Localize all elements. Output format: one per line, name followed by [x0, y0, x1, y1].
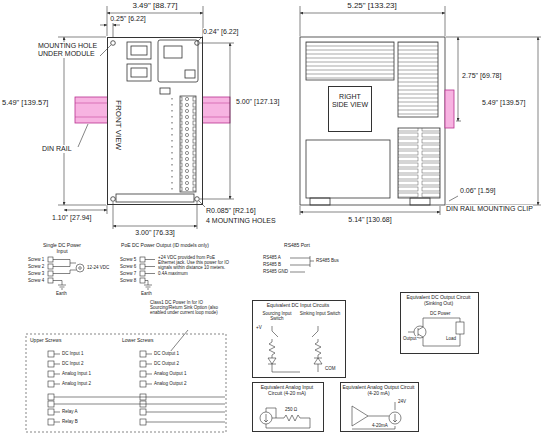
- dimension: 3.49" [88.77]: [132, 1, 177, 10]
- front-view-module: FRONT VIEW: [107, 37, 203, 205]
- signal-label: Analog Output 2: [154, 381, 187, 386]
- signal-label: DC Input 2: [62, 361, 84, 366]
- dimension: 5.00" [127.13]: [236, 98, 279, 106]
- signal-label: Analog Output 1: [154, 371, 187, 376]
- box-title: Equivalent DC Output Circuit (Sinking Ou…: [401, 295, 476, 307]
- callout-note: MOUNTING HOLE UNDER MODULE: [38, 42, 98, 58]
- dimension: 5.49" [139.57]: [482, 99, 525, 107]
- screw-label: Screw 3: [28, 271, 44, 276]
- signal-label: COM: [325, 366, 336, 371]
- section-heading: Upper Screws: [30, 338, 61, 344]
- dimension: 5.49" [139.57]: [2, 99, 48, 108]
- screw-label: Screw 7: [120, 271, 136, 276]
- screw-label: Screw 6: [120, 264, 136, 269]
- section-heading: Single DC Power Input: [39, 243, 85, 255]
- box-title: Equivalent DC Input Circuits: [253, 303, 343, 309]
- signal-label: DC Output 1: [154, 351, 179, 356]
- section-heading: Lower Screws: [122, 338, 153, 344]
- box-subtitle: Sourcing Input Switch: [256, 311, 298, 321]
- callout-note: DIN RAIL MOUNTING CLIP: [446, 205, 533, 213]
- dimension: 0.25" [6.22]: [110, 15, 146, 23]
- pin-label: RS485 GND: [263, 269, 288, 274]
- box-title: Equivalent Analog Input Circuit (4-20 mA…: [253, 385, 321, 397]
- dimension: 2.75" [69.78]: [462, 72, 501, 80]
- circuit-box: Equivalent DC Output Circuit (Sinking Ou…: [400, 292, 479, 354]
- dimension: 5.14" [130.68]: [348, 216, 391, 224]
- signal-label: Relay A: [62, 409, 78, 414]
- screw-label: Screw 4: [28, 278, 44, 283]
- signal-label: Load: [446, 336, 456, 341]
- view-label-box: RIGHT SIDE VIEW: [328, 86, 372, 132]
- signal-label: DC Output 2: [154, 361, 179, 366]
- ground-label: Earth: [56, 291, 67, 296]
- box-title: Equivalent Analog Output Circuit (4-20 m…: [341, 385, 416, 397]
- dimension: R0.085" [R2.16]: [206, 207, 256, 215]
- signal-label: Analog Input 1: [62, 371, 91, 376]
- signal-label: Output: [403, 336, 417, 341]
- dimension: 5.25" [133.23]: [347, 1, 397, 10]
- signal-label: 24V: [398, 399, 406, 404]
- signal-label: DC Input 1: [62, 351, 84, 356]
- dimension: 1.10" [27.94]: [52, 214, 91, 222]
- pin-label: RS485 B: [263, 262, 281, 267]
- ground-label: Earth: [141, 291, 152, 296]
- screw-label: Screw 8: [120, 278, 136, 283]
- dimension: 0.24" [6.22]: [203, 28, 239, 36]
- section-heading: RS485 Port: [284, 243, 310, 249]
- callout-note: 4 MOUNTING HOLES: [206, 217, 276, 225]
- note-text: +24 VDC provided from PoE Ethernet jack.…: [158, 255, 232, 276]
- pin-label: RS485 A: [263, 255, 281, 260]
- screw-label: Screw 2: [28, 264, 44, 269]
- dimension: 3.00" [76.33]: [135, 229, 174, 237]
- bus-label: RS485 Bus: [316, 258, 339, 263]
- signal-label: DC Power: [430, 311, 451, 316]
- note-text: Class1 DC Power In for IO Sourcing/Retur…: [150, 300, 228, 316]
- signal-label: 4-20mA: [372, 423, 388, 428]
- screw-label: Screw 5: [120, 257, 136, 262]
- box-title: RIGHT SIDE VIEW: [331, 93, 369, 109]
- voltage-label: 12-24 VDC: [87, 265, 109, 270]
- signal-label: Relay B: [62, 419, 78, 424]
- box-subtitle: Sinking Input Switch: [299, 311, 341, 316]
- box-title: FRONT VIEW: [114, 100, 123, 150]
- signal-label: +V: [256, 325, 262, 330]
- callout-note: DIN RAIL: [42, 145, 72, 153]
- component-value: 250 Ω: [285, 407, 297, 412]
- signal-label: Analog Input 2: [62, 381, 91, 386]
- screw-label: Screw 1: [28, 257, 44, 262]
- dimension: 0.06" [1.59]: [460, 187, 496, 195]
- section-heading: PoE DC Power Output (ID models only): [121, 243, 209, 249]
